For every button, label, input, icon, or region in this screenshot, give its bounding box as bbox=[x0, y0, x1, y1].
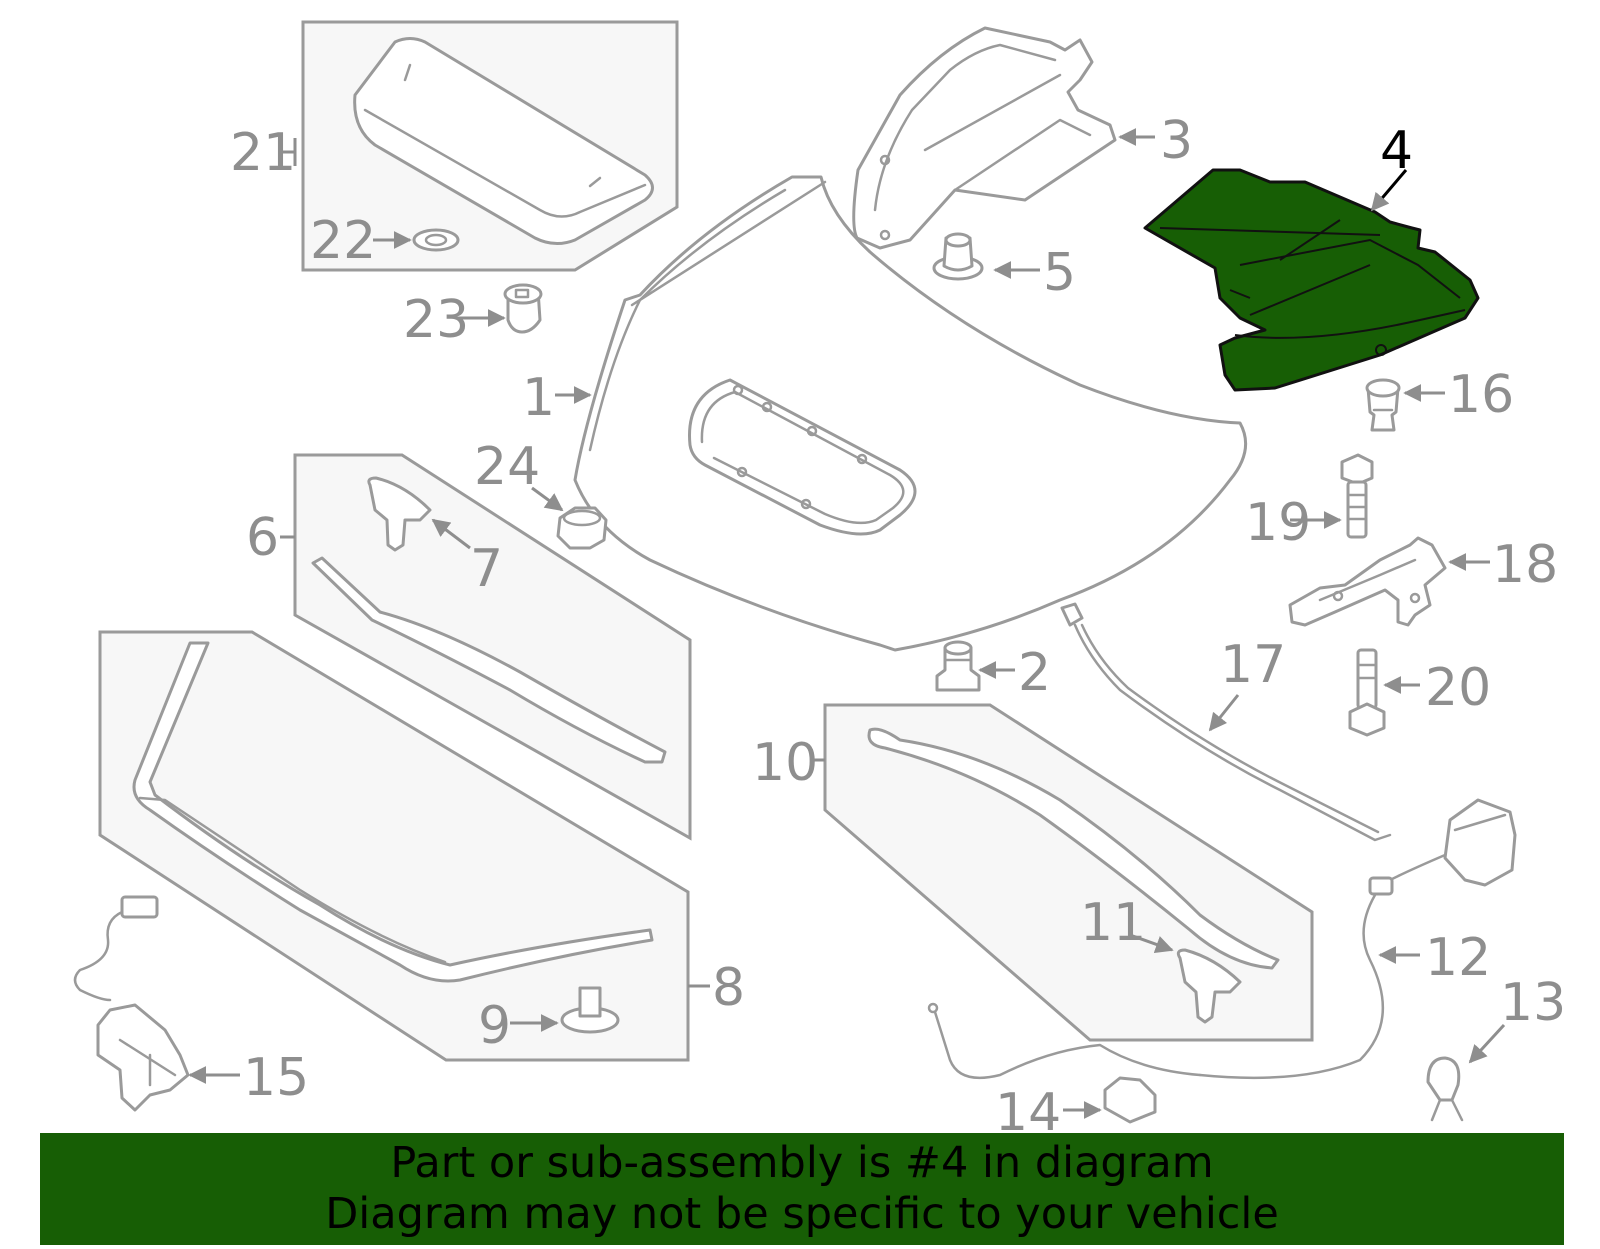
callout-16: 16 bbox=[1448, 365, 1514, 425]
part-1-hood[interactable] bbox=[573, 175, 1248, 652]
callout-10: 10 bbox=[752, 733, 818, 793]
part-17-rod[interactable] bbox=[1060, 602, 1392, 842]
callout-24: 24 bbox=[474, 437, 540, 497]
callout-8: 8 bbox=[712, 958, 745, 1018]
part-5-clip[interactable] bbox=[932, 232, 984, 281]
callout-22: 22 bbox=[310, 211, 376, 271]
part-6-seal[interactable] bbox=[311, 556, 667, 764]
part-24-cap[interactable] bbox=[556, 506, 608, 550]
callout-2: 2 bbox=[1018, 643, 1051, 703]
part-10-seal-group bbox=[823, 703, 1314, 1042]
part-18-hinge[interactable] bbox=[1288, 536, 1447, 627]
part-6-seal-group bbox=[293, 453, 692, 841]
callout-11: 11 bbox=[1080, 893, 1146, 953]
part-11-clip[interactable] bbox=[1176, 948, 1242, 1024]
part-21-hood-scoop[interactable] bbox=[353, 37, 654, 245]
callout-13: 13 bbox=[1500, 973, 1566, 1033]
part-8-seal-group bbox=[98, 630, 690, 1062]
part-12-cable[interactable] bbox=[927, 798, 1517, 1080]
callout-4: 4 bbox=[1380, 121, 1413, 181]
part-19-bolt[interactable] bbox=[1340, 453, 1374, 539]
info-banner: Part or sub-assembly is #4 in diagram Di… bbox=[40, 1133, 1564, 1245]
part-10-seal[interactable] bbox=[867, 727, 1280, 970]
callout-17: 17 bbox=[1220, 635, 1286, 695]
part-23-clip[interactable] bbox=[503, 283, 543, 334]
part-14-clip[interactable] bbox=[1103, 1076, 1157, 1124]
callout-9: 9 bbox=[478, 996, 511, 1056]
part-2-bumper[interactable] bbox=[935, 640, 981, 692]
callout-21: 21 bbox=[230, 123, 296, 183]
part-13-clip[interactable] bbox=[1426, 1056, 1464, 1122]
callout-1: 1 bbox=[522, 368, 555, 428]
callout-20: 20 bbox=[1425, 658, 1491, 718]
callout-5: 5 bbox=[1043, 243, 1076, 303]
callout-15: 15 bbox=[243, 1048, 309, 1108]
part-8-seal[interactable] bbox=[132, 641, 654, 983]
part-22-grommet[interactable] bbox=[412, 228, 460, 252]
part-9-clip[interactable] bbox=[560, 986, 620, 1034]
part-7-clip[interactable] bbox=[367, 476, 432, 552]
part-3-insulator[interactable] bbox=[852, 26, 1117, 250]
part-20-bolt[interactable] bbox=[1348, 648, 1386, 737]
callout-23: 23 bbox=[403, 290, 469, 350]
part-21-scoop-group bbox=[301, 20, 679, 272]
callout-arrows bbox=[188, 128, 1506, 1119]
banner-line-2: Diagram may not be specific to your vehi… bbox=[325, 1189, 1279, 1239]
callout-3: 3 bbox=[1160, 111, 1193, 171]
callout-7: 7 bbox=[470, 539, 503, 599]
callout-18: 18 bbox=[1492, 535, 1558, 595]
callout-19: 19 bbox=[1245, 493, 1311, 553]
part-15-latch[interactable] bbox=[73, 895, 190, 1112]
callout-12: 12 bbox=[1425, 928, 1491, 988]
part-16-bumper[interactable] bbox=[1365, 378, 1401, 432]
banner-line-1: Part or sub-assembly is #4 in diagram bbox=[390, 1138, 1214, 1188]
part-4-hood-insulator-highlighted[interactable] bbox=[1143, 168, 1480, 392]
callout-6: 6 bbox=[246, 508, 279, 568]
